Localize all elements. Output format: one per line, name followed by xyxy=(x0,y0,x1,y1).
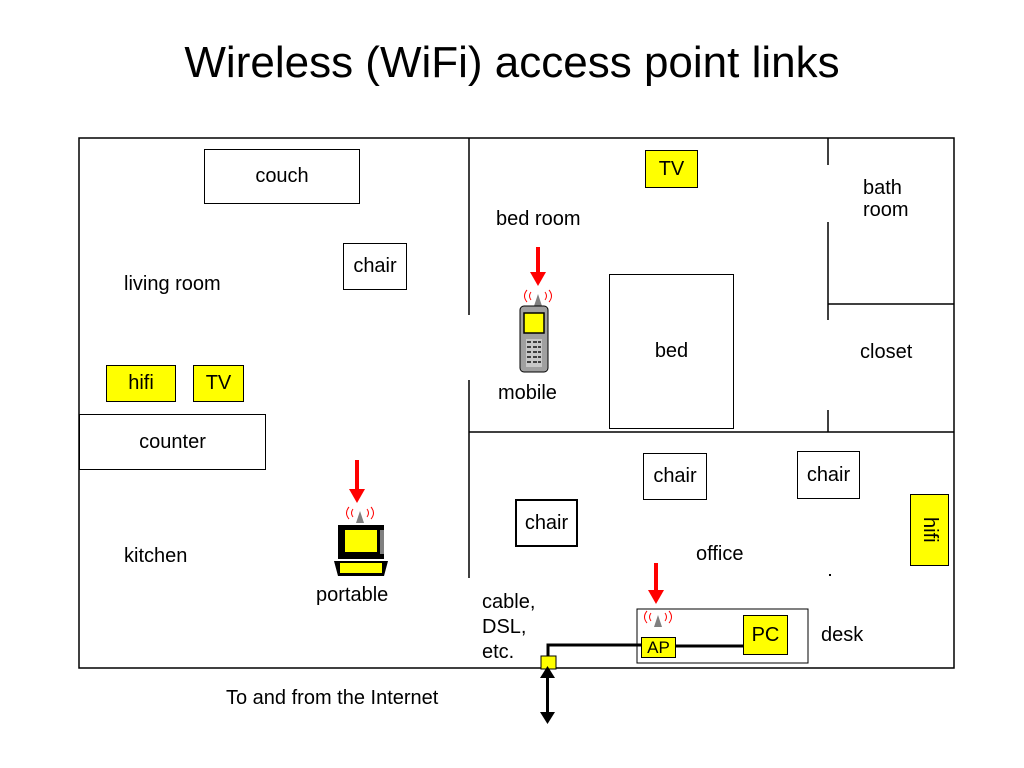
antenna-mast-portable xyxy=(356,511,364,523)
pc-box: PC xyxy=(743,615,788,655)
arrow-mobile xyxy=(530,247,546,286)
outer-wall xyxy=(78,137,955,669)
page-title: Wireless (WiFi) access point links xyxy=(184,38,840,87)
chair-office-1: chair xyxy=(643,453,707,500)
chair-office-2: chair xyxy=(797,451,860,499)
arrow-portable xyxy=(349,460,365,503)
counter-box: counter xyxy=(79,414,266,470)
room-label-kitchen: kitchen xyxy=(124,545,188,567)
mobile-phone-icon xyxy=(519,305,549,373)
desk-outline xyxy=(636,608,809,664)
chair-living-room: chair xyxy=(343,243,407,290)
internet-jack xyxy=(540,655,557,670)
internet-double-arrow xyxy=(540,666,555,724)
antenna-mast-mobile xyxy=(534,294,542,306)
portable-label: portable xyxy=(316,584,389,606)
cable-line xyxy=(546,643,642,662)
hifi-living-room: hifi xyxy=(106,365,176,402)
room-label-living-room: living room xyxy=(124,273,221,295)
couch-box: couch xyxy=(204,149,360,204)
internet-connection-label: cable, DSL, etc. xyxy=(482,591,536,663)
antenna-icon-mobile xyxy=(524,289,552,303)
bed-box: bed xyxy=(609,274,734,429)
room-label-bath-room: bath room xyxy=(863,177,909,221)
antenna-mast-ap xyxy=(654,615,662,627)
antenna-icon-ap xyxy=(644,610,672,624)
laptop-icon xyxy=(334,525,388,576)
tv-living-room: TV xyxy=(193,365,244,402)
room-label-bed-room: bed room xyxy=(496,208,581,230)
internet-caption: To and from the Internet xyxy=(226,687,439,709)
antenna-icon-portable xyxy=(346,506,374,520)
hifi-office: hifi xyxy=(910,494,949,566)
room-label-desk: desk xyxy=(821,624,864,646)
room-label-closet: closet xyxy=(860,341,913,363)
tv-bedroom: TV xyxy=(645,150,698,188)
room-label-office: office xyxy=(696,543,744,565)
chair-office-3: chair xyxy=(515,499,578,547)
mobile-label: mobile xyxy=(498,382,557,404)
arrow-ap xyxy=(648,563,664,604)
ap-box: AP xyxy=(641,637,676,658)
